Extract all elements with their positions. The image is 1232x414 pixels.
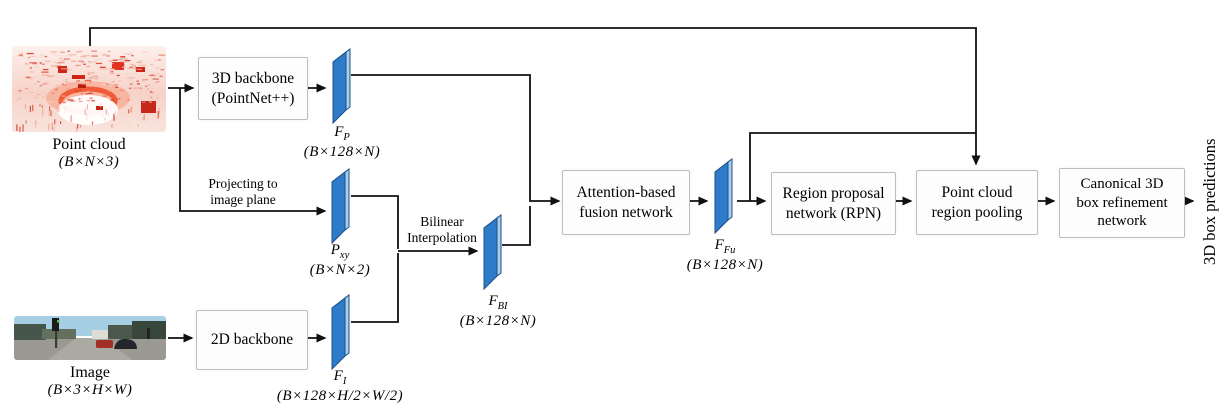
label-fp: FP (B×128×N) — [262, 124, 422, 161]
box-refinement-network: Canonical 3D box refinement network — [1059, 168, 1185, 238]
output-label: 3D box predictions — [1200, 138, 1219, 266]
fi-dims: (B×128×H/2×W/2) — [276, 387, 404, 404]
box-2d-backbone: 2D backbone — [196, 310, 308, 370]
projecting-line1: Projecting to — [208, 176, 278, 191]
fp-subscript: P — [343, 132, 350, 143]
fp-symbol: F — [334, 124, 344, 140]
traffic-light-pole — [55, 331, 58, 348]
point-cloud-image — [12, 46, 166, 132]
building — [92, 330, 108, 339]
box-rpn: Region proposal network (RPN) — [771, 172, 896, 235]
box-fusion-line1: Attention-based — [576, 184, 676, 202]
fp-dims: (B×128×N) — [303, 143, 381, 160]
lidar-origin-fan — [58, 95, 118, 125]
bilinear-line1: Bilinear — [420, 214, 464, 229]
label-bilinear: Bilinear Interpolation — [395, 214, 489, 245]
box-pooling-line1: Point cloud — [941, 184, 1013, 202]
trees-mid — [42, 329, 76, 339]
pxy-dims: (B×N×2) — [309, 261, 371, 278]
projecting-line2: image plane — [210, 191, 276, 207]
edge-fi-to-merge — [351, 253, 399, 323]
ffu-symbol: F — [714, 237, 724, 253]
box-fusion-line2: fusion network — [579, 203, 673, 221]
image-label: Image — [70, 364, 110, 381]
label-projecting: Projecting to image plane — [193, 176, 293, 207]
tensor-slab-pxy — [331, 168, 350, 245]
traffic-light-green — [57, 320, 60, 323]
box-rpn-line2: network (RPN) — [785, 204, 882, 222]
box-3d-backbone-line1: 3D backbone — [211, 70, 295, 88]
ffu-dims: (B×128×N) — [686, 256, 764, 273]
fi-symbol: F — [333, 368, 343, 384]
edge-projecting-branch — [179, 88, 327, 216]
box-region-pooling: Point cloud region pooling — [916, 170, 1038, 235]
box-2d-backbone-line1: 2D backbone — [210, 331, 294, 349]
trees-right — [108, 325, 134, 339]
box-refine-line3: network — [1097, 213, 1147, 230]
fi-subscript: I — [342, 376, 347, 387]
fbi-dims: (B×128×N) — [459, 312, 537, 329]
tensor-slab-fp — [332, 48, 351, 125]
pxy-subscript: xy — [339, 250, 350, 261]
box-rpn-line1: Region proposal — [782, 185, 885, 203]
dark-car — [114, 338, 137, 349]
tensor-slab-ffu — [714, 158, 733, 235]
point-cloud-dims: (B×N×3) — [58, 154, 120, 171]
fbi-symbol: F — [488, 293, 498, 309]
image-dims: (B×3×H×W) — [47, 382, 133, 399]
fbi-subscript: BI — [497, 301, 508, 312]
edge-ffu-skip-to-pooling — [749, 132, 976, 201]
label-fi: FI (B×128×H/2×W/2) — [250, 368, 430, 405]
box-fusion-network: Attention-based fusion network — [562, 170, 690, 235]
point-cloud-label: Point cloud — [52, 136, 126, 153]
edge-pointcloud-skip-to-pooling — [89, 27, 981, 166]
red-car — [96, 340, 113, 348]
trees-left — [14, 324, 46, 340]
edge-fp-to-fusion — [351, 74, 561, 206]
street-image — [14, 316, 166, 360]
box-refine-line2: box refinement — [1076, 194, 1168, 211]
edge-pxy-to-merge — [351, 195, 399, 249]
box-3d-backbone-line2: (PointNet++) — [211, 89, 295, 107]
ffu-subscript: Fu — [723, 245, 736, 256]
traffic-light — [52, 318, 59, 331]
label-pxy: Pxy (B×N×2) — [260, 242, 420, 279]
box-refine-line1: Canonical 3D — [1080, 176, 1164, 193]
edge-fbi-to-fusion-merge — [502, 206, 531, 246]
pxy-symbol: P — [330, 242, 340, 258]
image-caption: Image (B×3×H×W) — [20, 364, 160, 400]
point-cloud-dots — [15, 50, 166, 132]
output-3d-box-predictions: 3D box predictions — [1196, 118, 1224, 286]
box-pooling-line2: region pooling — [931, 203, 1023, 221]
box-3d-backbone: 3D backbone (PointNet++) — [198, 57, 308, 120]
point-cloud-caption: Point cloud (B×N×3) — [19, 136, 159, 172]
label-fbi: FBI (B×128×N) — [418, 293, 578, 330]
tensor-slab-fi — [331, 294, 350, 371]
pole-right — [147, 328, 150, 339]
bilinear-line2: Interpolation — [407, 229, 477, 245]
label-ffu: FFu (B×128×N) — [645, 237, 805, 274]
tensor-slab-fbi — [483, 214, 502, 291]
